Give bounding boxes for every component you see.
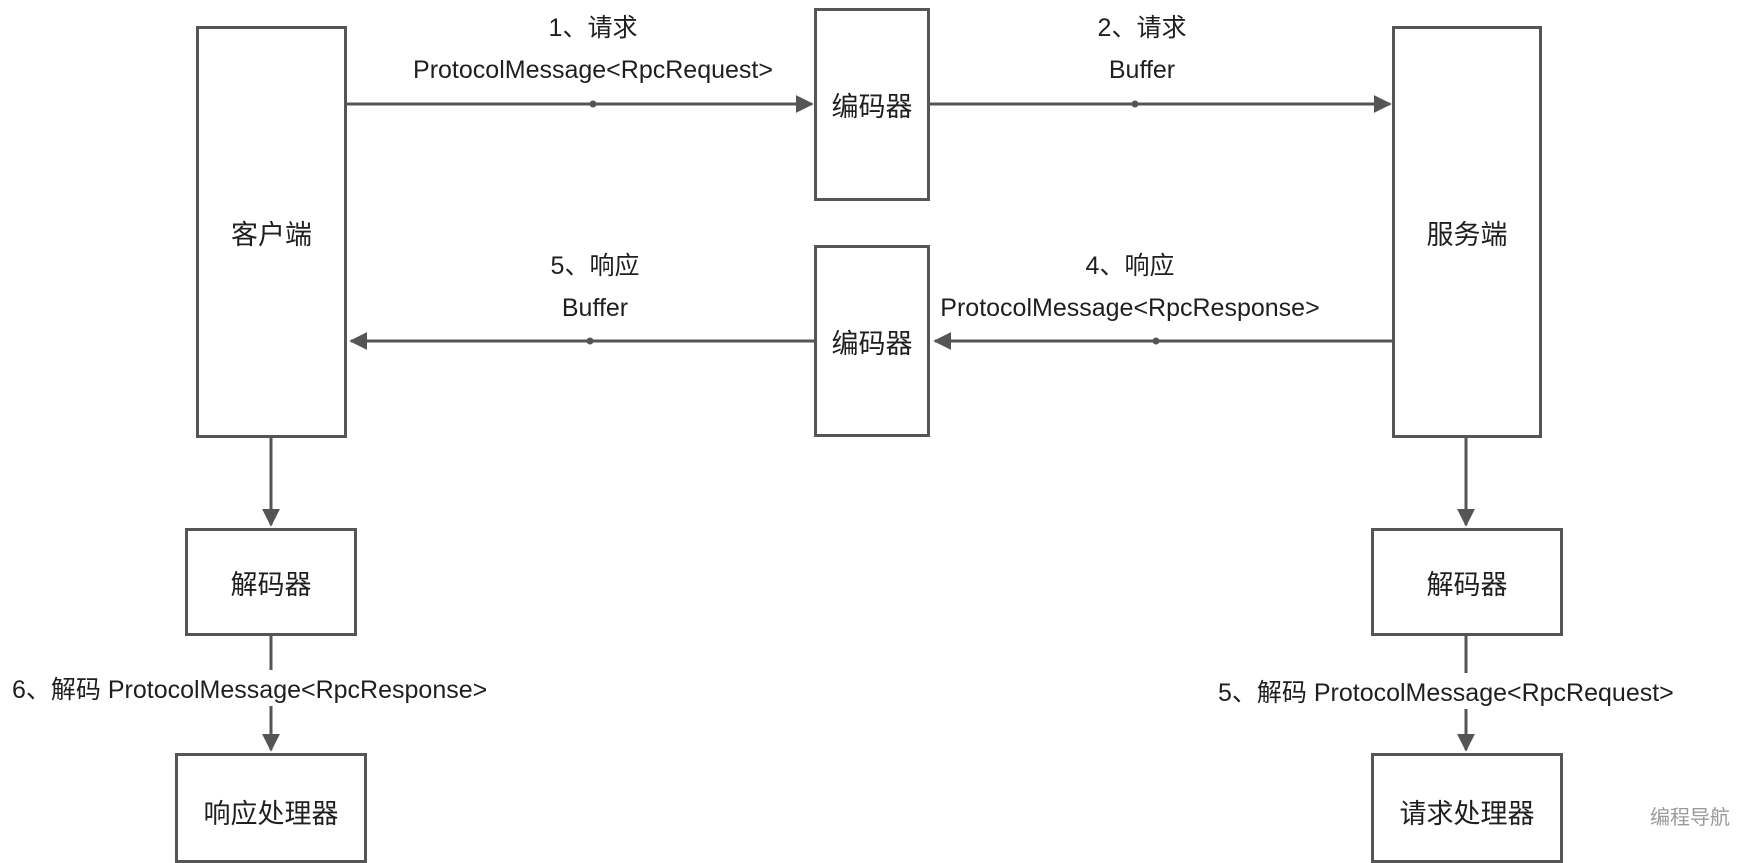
encoder-top-node: 编码器 [814,8,930,201]
rpc-codec-flow-diagram: 客户端 编码器 服务端 编码器 解码器 解码器 响应处理器 请求处理器 1、请求… [10,8,1730,863]
step2-title: 2、请求 [1097,14,1187,42]
request-handler-node: 请求处理器 [1371,753,1563,863]
step5-decode-label: 5、解码 ProtocolMessage<RpcRequest> [1216,673,1676,709]
step1-payload: ProtocolMessage<RpcRequest> [413,56,773,84]
edge-midpoint-dot [586,337,594,345]
step5-response-title: 5、响应 [550,252,640,280]
step5-response-payload: Buffer [561,294,629,322]
connector-layer [262,95,1475,752]
edge-midpoint-dot [1152,337,1160,345]
encoder-bottom-node: 编码器 [814,245,930,437]
step4-payload: ProtocolMessage<RpcResponse> [940,294,1320,322]
edge-midpoint-dot [1131,100,1139,108]
client-node: 客户端 [196,26,347,438]
step4-title: 4、响应 [1085,252,1175,280]
step1-title: 1、请求 [548,14,638,42]
edge-midpoint-dot [589,100,597,108]
server-decoder-node: 解码器 [1371,528,1563,636]
client-decoder-node: 解码器 [185,528,357,636]
step2-payload: Buffer [1108,56,1176,84]
watermark: 编程导航 [1650,807,1730,829]
server-node: 服务端 [1392,26,1542,438]
step6-decode-label: 6、解码 ProtocolMessage<RpcResponse> [10,670,490,706]
response-handler-node: 响应处理器 [175,753,367,863]
